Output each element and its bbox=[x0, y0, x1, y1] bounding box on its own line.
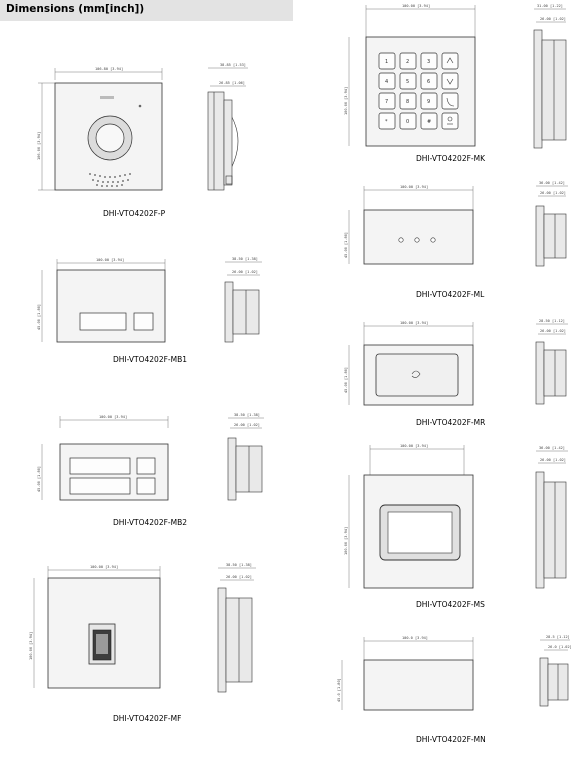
drawing-mb1-front: 100.00 [3.94] 45.00 [1.80] bbox=[37, 258, 166, 343]
dim-mf-depth: 38.50 [1.38] bbox=[226, 563, 252, 567]
drawing-mb1-side: 38.50 [1.38] 26.00 [1.02] bbox=[224, 257, 262, 343]
dim-ml-depth2: 26.00 [1.02] bbox=[540, 191, 566, 195]
model-label-mb1: DHI-VTO4202F-MB1 bbox=[113, 355, 187, 364]
bell-icon bbox=[447, 116, 453, 122]
dim-mb2-width: 100.00 [3.94] bbox=[99, 415, 127, 419]
dim-ms-depth: 36.00 [1.42] bbox=[539, 446, 565, 450]
drawing-mr-front: 100.00 [3.94] 45.00 [1.80] bbox=[344, 321, 474, 406]
keypad-key-6: 6 bbox=[427, 79, 430, 85]
dim-mn-depth2: 26.0 [1.02] bbox=[548, 645, 572, 649]
drawing-p-front: 106.80 [3.94] 106.00 [3.94] bbox=[37, 67, 163, 191]
keypad-key-9: 9 bbox=[427, 99, 430, 105]
drawing-mk-side: 31.00 [1.22] 26.00 [1.02] bbox=[533, 4, 567, 149]
drawing-mk-front: 100.00 [3.94] 100.00 [3.94] 1 2 3 4 bbox=[344, 4, 476, 147]
drawing-mn-front: 100.0 [3.94] 45.0 [1.80] bbox=[337, 636, 474, 711]
keypad-key-7: 7 bbox=[385, 99, 388, 105]
dim-mn-height: 45.0 [1.80] bbox=[337, 678, 341, 702]
dim-mn-depth: 28.5 [1.12] bbox=[546, 635, 570, 639]
dim-p-width: 106.80 [3.94] bbox=[95, 67, 123, 71]
drawing-mn-side: 28.5 [1.12] 26.0 [1.02] bbox=[539, 635, 572, 707]
drawing-mb2-side: 38.50 [1.38] 26.00 [1.02] bbox=[227, 413, 264, 501]
drawing-ms-front: 100.00 [3.94] 100.00 [3.94] bbox=[344, 444, 474, 589]
dim-p-depth: 38.85 [1.53] bbox=[220, 63, 246, 67]
model-label-ms: DHI-VTO4202F-MS bbox=[416, 600, 485, 609]
model-label-mb2: DHI-VTO4202F-MB2 bbox=[113, 518, 187, 527]
dim-ms-width: 100.00 [3.94] bbox=[400, 444, 428, 448]
keypad-key-8: 8 bbox=[406, 99, 409, 105]
section-header-bar: Dimensions (mm[inch]) bbox=[0, 0, 293, 21]
down-arrow-icon bbox=[446, 78, 454, 85]
keypad-key-0: 0 bbox=[406, 119, 409, 125]
keypad-key-star: * bbox=[385, 119, 388, 125]
model-label-mr: DHI-VTO4202F-MR bbox=[416, 418, 485, 427]
dim-mk-width: 100.00 [3.94] bbox=[402, 4, 430, 8]
dim-mr-depth: 28.50 [1.12] bbox=[539, 319, 565, 323]
dim-mr-depth2: 26.00 [1.02] bbox=[540, 329, 566, 333]
keypad-key-3: 3 bbox=[427, 59, 430, 65]
dim-mf-height: 100.00 [3.94] bbox=[29, 632, 33, 660]
phone-icon bbox=[446, 97, 455, 107]
drawing-mb2-front: 100.00 [3.94] 45.00 [1.80] bbox=[37, 415, 169, 501]
dim-mb1-height: 45.00 [1.80] bbox=[37, 304, 41, 330]
up-arrow-icon bbox=[446, 57, 454, 64]
drawing-mf-front: 100.00 [3.94] 100.00 [3.94] bbox=[29, 565, 161, 689]
model-label-ml: DHI-VTO4202F-ML bbox=[416, 290, 485, 299]
dim-ms-height: 100.00 [3.94] bbox=[344, 527, 348, 555]
drawing-ml-front: 100.00 [3.94] 45.00 [1.80] bbox=[344, 185, 474, 265]
drawing-ml-side: 36.00 [1.42] 26.00 [1.02] bbox=[535, 181, 568, 267]
model-label-mk: DHI-VTO4202F-MK bbox=[416, 154, 486, 163]
dim-mr-width: 100.00 [3.94] bbox=[400, 321, 428, 325]
model-label-p: DHI-VTO4202F-P bbox=[103, 209, 166, 218]
keypad-key-2: 2 bbox=[406, 59, 409, 65]
section-title: Dimensions (mm[inch]) bbox=[6, 3, 145, 15]
dim-mk-depth: 31.00 [1.22] bbox=[537, 4, 563, 8]
dim-ml-width: 100.00 [3.94] bbox=[400, 185, 428, 189]
dim-mk-height: 100.00 [3.94] bbox=[344, 87, 348, 115]
dim-mb2-height: 45.00 [1.80] bbox=[37, 466, 41, 492]
keypad-grid: 1 2 3 4 5 6 7 8 9 * 0 # bbox=[378, 52, 459, 130]
model-label-mf: DHI-VTO4202F-MF bbox=[113, 714, 181, 723]
dim-mb1-width: 100.00 [3.94] bbox=[96, 258, 124, 262]
dim-mf-width: 100.00 [3.94] bbox=[90, 565, 118, 569]
model-label-mn: DHI-VTO4202F-MN bbox=[416, 735, 486, 744]
dim-p-depth2: 26.85 [1.06] bbox=[219, 81, 245, 85]
dim-ms-depth2: 26.00 [1.02] bbox=[540, 458, 566, 462]
keypad-key-5: 5 bbox=[406, 79, 409, 85]
dim-mb2-depth2: 26.00 [1.02] bbox=[234, 423, 260, 427]
dim-ml-height: 45.00 [1.80] bbox=[344, 232, 348, 258]
dim-p-height: 106.00 [3.94] bbox=[37, 132, 41, 160]
keypad-key-1: 1 bbox=[385, 59, 388, 65]
dim-mf-depth2: 26.00 [1.02] bbox=[226, 575, 252, 579]
dim-mk-depth2: 26.00 [1.02] bbox=[540, 17, 566, 21]
keypad-key-hash: # bbox=[427, 119, 431, 125]
dim-mb1-depth2: 26.00 [1.02] bbox=[232, 270, 258, 274]
dim-ml-depth: 36.00 [1.42] bbox=[539, 181, 565, 185]
drawing-p-side: 38.85 [1.53] 26.85 [1.06] bbox=[207, 63, 248, 191]
drawing-mr-side: 28.50 [1.12] 26.00 [1.02] bbox=[535, 319, 568, 405]
dim-mb1-depth: 38.50 [1.38] bbox=[232, 257, 258, 261]
dim-mr-height: 45.00 [1.80] bbox=[344, 367, 348, 393]
keypad-key-4: 4 bbox=[385, 79, 388, 85]
dim-mb2-depth: 38.50 [1.38] bbox=[234, 413, 260, 417]
nfc-card-icon bbox=[411, 370, 421, 378]
drawing-mf-side: 38.50 [1.38] 26.00 [1.02] bbox=[217, 563, 256, 693]
drawing-ms-side: 36.00 [1.42] 26.00 [1.02] bbox=[535, 446, 568, 589]
dim-mn-width: 100.0 [3.94] bbox=[402, 636, 428, 640]
